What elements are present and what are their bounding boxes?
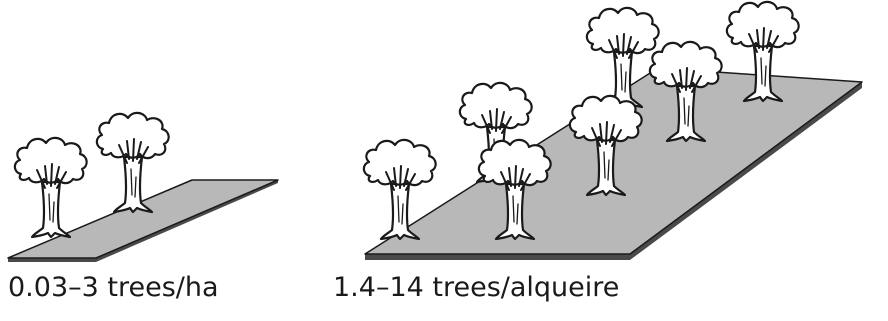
- tree-icon: [13, 136, 88, 239]
- large-plot-caption: 1.4–14 trees/alqueire: [333, 272, 620, 303]
- small-plot-caption: 0.03–3 trees/ha: [8, 272, 219, 303]
